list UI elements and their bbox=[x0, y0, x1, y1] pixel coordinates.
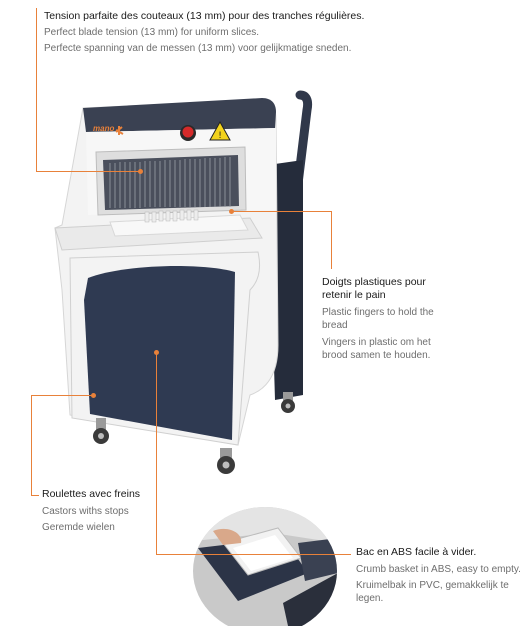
blade-callout-dot bbox=[138, 169, 143, 174]
castors-callout-line-h bbox=[31, 395, 93, 396]
crumb-basket-detail-image bbox=[193, 507, 337, 626]
brand-logo: mano bbox=[93, 124, 115, 133]
fingers-callout-dot bbox=[229, 209, 234, 214]
blade-tension-en: Perfect blade tension (13 mm) for unifor… bbox=[44, 27, 260, 38]
fingers-nl-line2: brood samen te houden. bbox=[322, 350, 431, 361]
castors-callout-line-h2 bbox=[31, 495, 39, 496]
fingers-callout-line-v bbox=[331, 211, 332, 269]
fingers-fr-line1: Doigts plastiques pour bbox=[322, 276, 426, 288]
fingers-callout-line-h bbox=[232, 211, 332, 212]
blade-tension-fr: Tension parfaite des couteaux (13 mm) po… bbox=[44, 10, 365, 22]
basket-callout-dot bbox=[154, 350, 159, 355]
blade-tension-callout: Tension parfaite des couteaux (13 mm) po… bbox=[44, 10, 364, 55]
fingers-en-line1: Plastic fingers to hold the bbox=[322, 307, 434, 318]
blade-callout-line-v bbox=[36, 8, 37, 171]
basket-nl-line1: Kruimelbak in PVC, gemakkelijk te bbox=[356, 580, 509, 591]
castors-callout-dot bbox=[91, 393, 96, 398]
castors-callout: Roulettes avec freins Castors withs stop… bbox=[42, 488, 140, 534]
fingers-fr-line2: retenir le pain bbox=[322, 289, 386, 301]
svg-text:!: ! bbox=[218, 131, 222, 141]
castors-nl: Geremde wielen bbox=[42, 522, 115, 533]
basket-callout-line-v bbox=[156, 352, 157, 554]
basket-en: Crumb basket in ABS, easy to empty. bbox=[356, 564, 521, 575]
fingers-nl-line1: Vingers in plastic om het bbox=[322, 337, 431, 348]
crumb-basket-callout: Bac en ABS facile à vider. Crumb basket … bbox=[356, 546, 521, 605]
fingers-en-line2: bread bbox=[322, 320, 348, 331]
basket-nl-line2: legen. bbox=[356, 593, 384, 604]
castors-fr: Roulettes avec freins bbox=[42, 488, 141, 500]
blade-callout-line-h bbox=[36, 171, 140, 172]
castors-en: Castors withs stops bbox=[42, 506, 129, 517]
basket-callout-line-h bbox=[156, 554, 351, 555]
castors-callout-line-v bbox=[31, 395, 32, 495]
plastic-fingers-callout: Doigts plastiques pour retenir le pain P… bbox=[322, 276, 434, 362]
basket-fr: Bac en ABS facile à vider. bbox=[356, 546, 477, 558]
blade-tension-nl: Perfecte spanning van de messen (13 mm) … bbox=[44, 43, 352, 54]
